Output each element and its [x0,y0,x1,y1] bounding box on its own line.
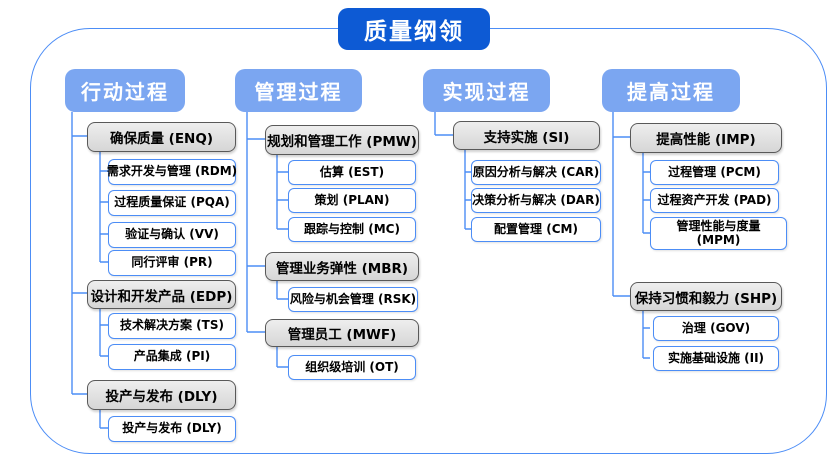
leaf-ts: 技术解决方案 (TS) [108,313,236,339]
leaf-pad: 过程资产开发 (PAD) [650,188,779,213]
leaf-pr: 同行评审 (PR) [108,250,236,276]
column-header-management-process: 管理过程 [235,69,362,112]
leaf-mpm: 管理性能与度量 (MPM) [650,217,787,250]
group-mbr: 管理业务弹性 (MBR) [265,252,419,281]
leaf-rdm: 需求开发与管理 (RDM) [107,159,237,185]
column-header-action-process: 行动过程 [65,69,185,112]
leaf-mc: 跟踪与控制 (MC) [288,217,416,242]
leaf-pcm: 过程管理 (PCM) [650,160,779,185]
group-edp: 设计和开发产品 (EDP) [87,280,236,309]
group-mwf: 管理员工 (MWF) [265,319,419,347]
leaf-gov: 治理 (GOV) [653,316,779,341]
leaf-rsk: 风险与机会管理 (RSK) [288,287,418,312]
leaf-dar: 决策分析与解决 (DAR) [471,188,601,213]
group-enq: 确保质量 (ENQ) [87,122,236,152]
group-dly: 投产与发布 (DLY) [87,380,236,410]
group-pmw: 规划和管理工作 (PMW) [265,125,419,155]
group-imp: 提高性能 (IMP) [630,123,782,153]
group-shp: 保持习惯和毅力 (SHP) [630,282,782,311]
leaf-pi: 产品集成 (PI) [108,344,236,370]
column-header-improvement-process: 提高过程 [602,69,740,112]
group-si: 支持实施 (SI) [453,121,600,150]
leaf-pqa: 过程质量保证 (PQA) [108,190,236,216]
leaf-ii: 实施基础设施 (II) [653,346,779,371]
leaf-ot: 组织级培训 (OT) [288,355,416,380]
leaf-dly: 投产与发布 (DLY) [108,416,236,442]
leaf-car: 原因分析与解决 (CAR) [471,160,601,185]
diagram-title: 质量纲领 [338,8,490,50]
leaf-plan: 策划 (PLAN) [288,188,416,213]
leaf-est: 估算 (EST) [288,160,416,185]
leaf-vv: 验证与确认 (VV) [108,222,236,248]
leaf-cm: 配置管理 (CM) [471,217,601,242]
column-header-implementation-process: 实现过程 [423,69,550,112]
